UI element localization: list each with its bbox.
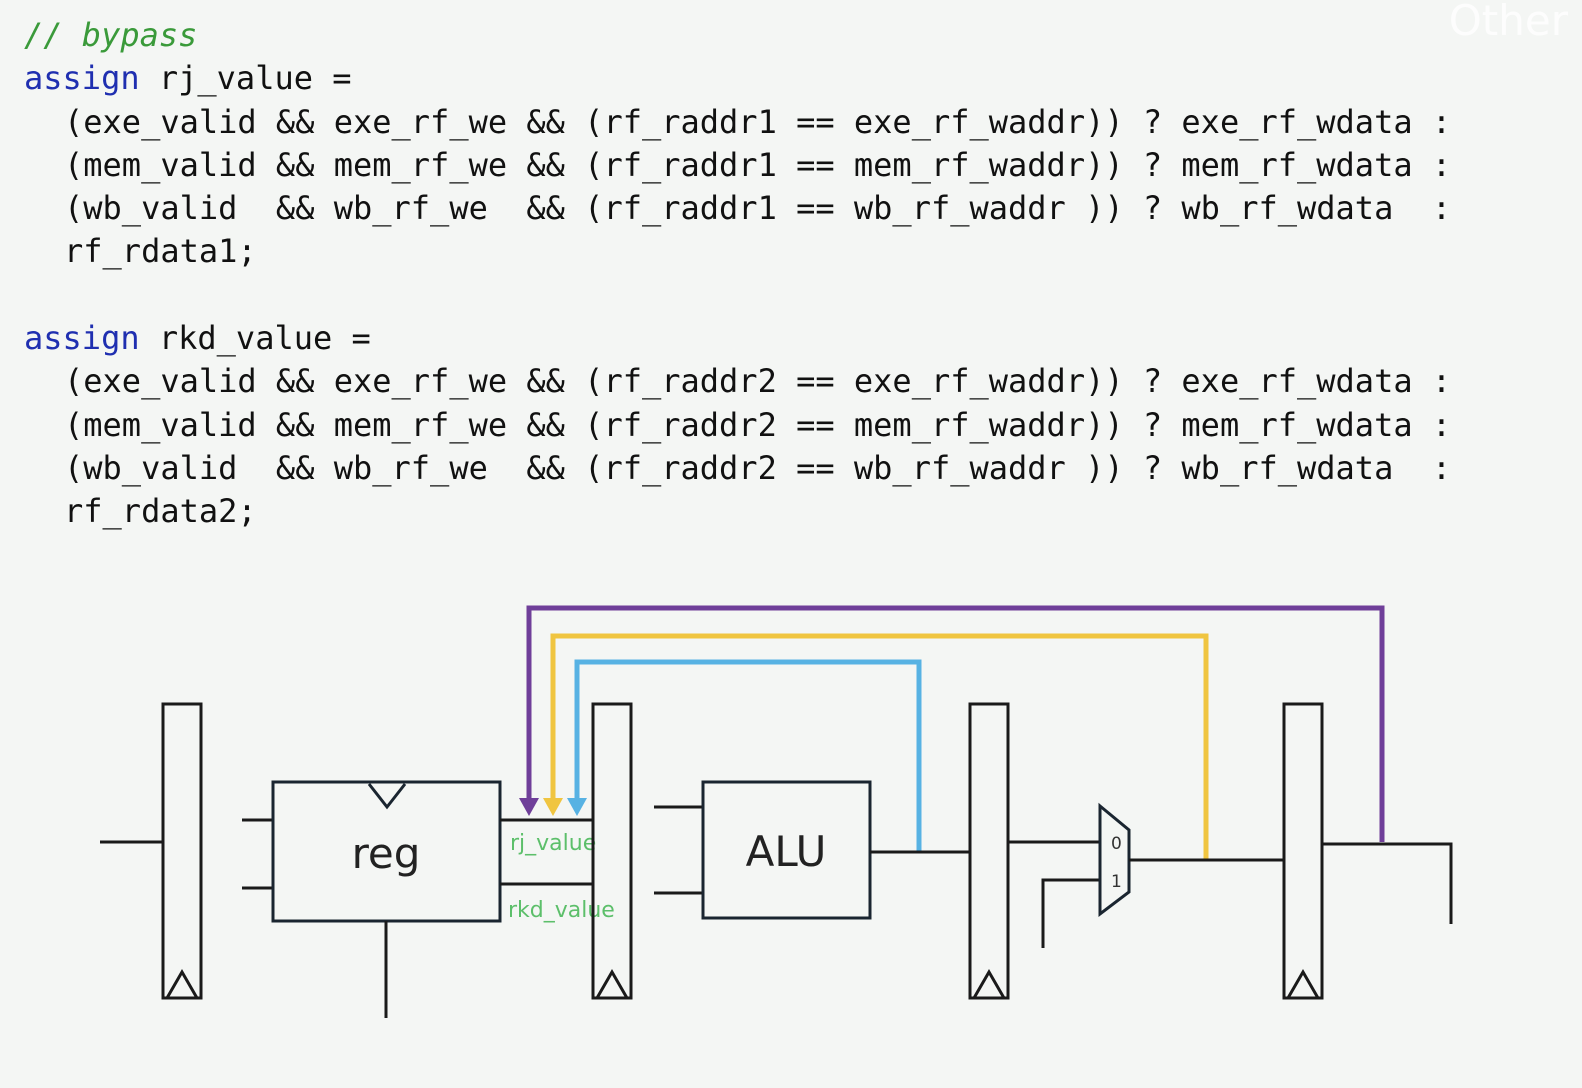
code-line: (mem_valid && mem_rf_we && (rf_raddr2 ==… — [64, 405, 1452, 444]
pipeline-register-2 — [591, 702, 633, 1000]
assign-rj-line: assign rj_value = — [24, 57, 1451, 100]
exe-forward-arrowhead — [567, 798, 587, 816]
clock-triangle-icon — [972, 968, 1006, 999]
code-line: (wb_valid && wb_rf_we && (rf_raddr1 == w… — [64, 189, 1452, 228]
pipeline-register-1 — [161, 702, 203, 1000]
rkd-value-label: rkd_value — [508, 898, 615, 923]
code-line: (mem_valid && mem_rf_we && (rf_raddr1 ==… — [64, 145, 1452, 184]
reg-label: reg — [352, 829, 421, 878]
pipeline-register-3 — [968, 702, 1010, 1000]
clock-triangle-icon — [595, 968, 629, 999]
clock-triangle-icon — [165, 968, 199, 999]
rj-value-decl: rj_value = — [139, 59, 352, 98]
mem-forward-path — [550, 633, 1209, 860]
watermark-text: Other — [1448, 0, 1568, 45]
wb-forward-arrowhead — [519, 798, 539, 816]
exe-forward-path — [574, 659, 922, 852]
code-comment: // bypass — [24, 16, 198, 54]
assign-keyword: assign — [24, 59, 140, 98]
pipeline-register-4 — [1282, 702, 1324, 1000]
mux-input-1-wire — [1041, 878, 1100, 948]
rj-value-label: rj_value — [510, 831, 596, 856]
mux-input-1-label: 1 — [1111, 872, 1122, 892]
alu-box — [701, 780, 872, 920]
mem-forward-arrowhead — [543, 798, 563, 816]
mux-input-0-label: 0 — [1111, 834, 1122, 854]
code-line: (exe_valid && exe_rf_we && (rf_raddr2 ==… — [64, 362, 1452, 401]
code-line: rf_rdata2; — [64, 492, 257, 531]
mux-shape — [1098, 802, 1131, 918]
rkd-value-decl: rkd_value = — [139, 319, 371, 358]
code-line: (exe_valid && exe_rf_we && (rf_raddr1 ==… — [64, 102, 1452, 141]
code-line: (wb_valid && wb_rf_we && (rf_raddr2 == w… — [64, 448, 1452, 487]
writeback-output-wire — [1322, 842, 1453, 924]
reg-clock-icon — [367, 783, 407, 810]
assign-rkd-line: assign rkd_value = — [24, 317, 1451, 360]
alu-label: ALU — [746, 827, 827, 876]
wb-forward-path — [526, 605, 1385, 842]
assign-keyword: assign — [24, 319, 140, 358]
code-line: rf_rdata1; — [64, 232, 257, 271]
clock-triangle-icon — [1286, 968, 1320, 999]
